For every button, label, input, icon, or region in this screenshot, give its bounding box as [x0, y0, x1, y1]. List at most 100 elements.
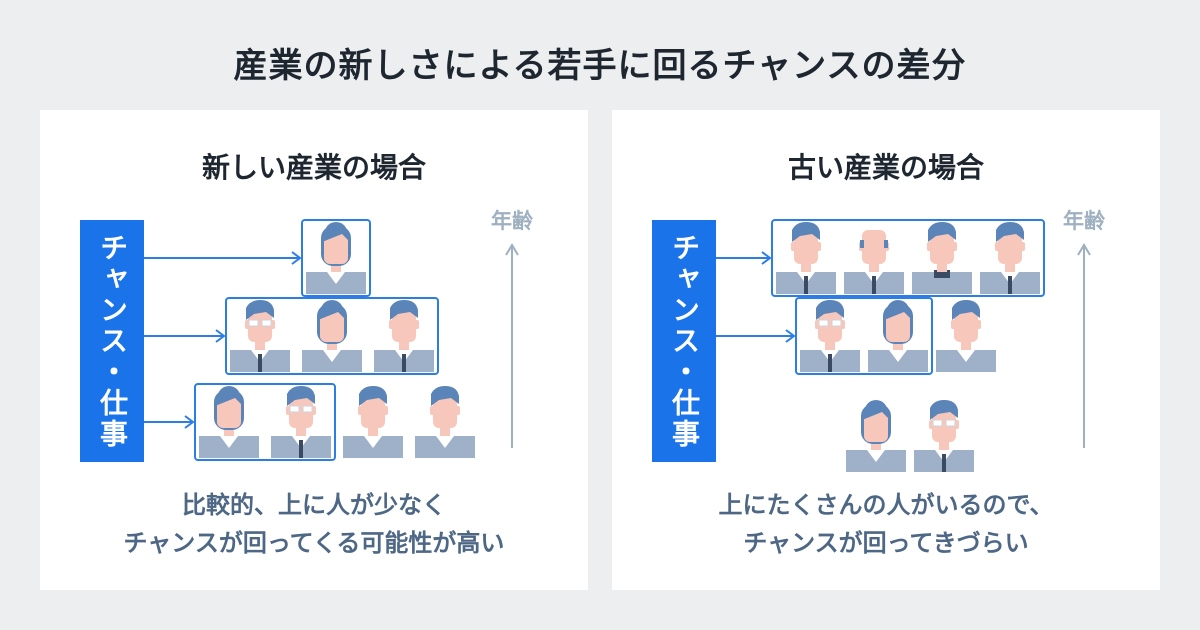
ear-shape — [791, 242, 796, 251]
ear-shape — [1020, 242, 1025, 251]
neck-shape — [801, 262, 811, 272]
glasses-shape — [818, 319, 829, 327]
tie-shape — [1008, 276, 1012, 294]
ear-shape — [951, 320, 956, 329]
ear-shape — [383, 406, 388, 415]
person-icon-woman — [868, 300, 928, 372]
caption: 比較的、上に人が少なく チャンスが回ってくる可能性が高い — [40, 486, 588, 562]
arrow-head — [184, 415, 195, 429]
shirt-collar-shape — [867, 450, 885, 462]
panel-title: 新しい産業の場合 — [201, 151, 426, 184]
neck-shape — [937, 262, 947, 272]
hair-shape — [322, 222, 350, 242]
face-shape — [818, 308, 842, 342]
shirt-collar-shape — [364, 436, 382, 448]
face-shape — [954, 308, 978, 342]
face-shape — [433, 394, 457, 428]
age-axis-arrowhead — [1077, 243, 1091, 256]
hair-shape — [952, 300, 980, 320]
neck-shape — [893, 340, 903, 350]
arrow-head — [291, 251, 302, 265]
person-icon-man-tie — [980, 222, 1040, 294]
arrow-head — [785, 329, 796, 343]
ear-shape — [927, 242, 932, 251]
neck-shape — [871, 440, 881, 450]
tie-shape — [299, 440, 303, 458]
person-icon-man-turtleneck — [912, 222, 972, 294]
ear-shape — [430, 406, 435, 415]
hierarchy-diagram — [144, 219, 519, 461]
age-axis-label: 年齢 — [491, 209, 533, 233]
face-shape — [361, 394, 385, 428]
neck-shape — [869, 262, 879, 272]
face-shape — [930, 230, 954, 264]
ear-shape — [455, 406, 460, 415]
ear-shape — [952, 242, 957, 251]
hair-shape — [246, 300, 274, 320]
ear-shape — [995, 242, 1000, 251]
shirt-collar-shape — [889, 350, 907, 362]
panel-new-industry: 新しい産業の場合 チャンス・仕事 年齢 比較的、上に人が少なく チャンスが回って… — [40, 110, 588, 590]
person-icon-woman — [846, 400, 906, 472]
glasses-shape — [831, 319, 842, 327]
neck-shape — [331, 262, 341, 272]
arrow-head — [215, 329, 226, 343]
neck-shape — [368, 426, 378, 436]
age-axis-arrowhead — [505, 243, 519, 256]
hair-shape — [431, 386, 459, 406]
caption-line-1: 上にたくさんの人がいるので、 — [718, 491, 1054, 519]
hair-shape — [792, 222, 820, 242]
face-shape — [248, 308, 272, 342]
age-axis-label: 年齢 — [1063, 209, 1105, 233]
glasses-shape — [261, 319, 272, 327]
ear-shape — [358, 406, 363, 415]
caption-line-1: 比較的、上に人が少なく — [182, 491, 446, 519]
face-shape — [998, 230, 1022, 264]
glasses-shape — [932, 419, 943, 427]
neck-shape — [327, 340, 337, 350]
person-icon-man — [415, 386, 475, 458]
hair-shape — [215, 386, 243, 406]
person-icon-woman — [199, 386, 259, 458]
tie-shape — [804, 276, 808, 294]
chance-work-label: チャンス・仕事 — [668, 232, 701, 450]
panel-title: 古い産業の場合 — [787, 151, 984, 184]
panel-old-industry: 古い産業の場合 チャンス・仕事 年齢 上にたくさんの人がいるので、 チャンスが回… — [612, 110, 1160, 590]
shirt-collar-shape — [327, 272, 345, 284]
side-hair-shape — [860, 240, 864, 248]
arrow-head — [761, 251, 772, 265]
chance-work-label-box: チャンス・仕事 — [80, 220, 144, 462]
neck-shape — [399, 340, 409, 350]
hierarchy-diagram — [716, 219, 1091, 472]
glasses-shape — [302, 405, 313, 413]
person-icon-man-tie — [776, 222, 836, 294]
shirt-collar-shape — [957, 350, 975, 362]
tie-shape — [828, 354, 832, 372]
person-icon-man-tie — [374, 300, 434, 372]
suit-shape — [912, 272, 972, 294]
hair-shape — [884, 300, 912, 320]
hair-shape — [359, 386, 387, 406]
hair-shape — [930, 400, 958, 420]
hair-shape — [318, 300, 346, 320]
neck-shape — [440, 426, 450, 436]
caption: 上にたくさんの人がいるので、 チャンスが回ってきづらい — [612, 486, 1160, 562]
main-title: 産業の新しさによる若手に回るチャンスの差分 — [233, 46, 967, 86]
chance-work-label-box: チャンス・仕事 — [652, 220, 716, 462]
ear-shape — [414, 320, 419, 329]
neck-shape — [1005, 262, 1015, 272]
hair-shape — [862, 400, 890, 420]
hair-shape — [816, 300, 844, 320]
shirt-collar-shape — [323, 350, 341, 362]
person-icon-man — [936, 300, 996, 372]
ear-shape — [976, 320, 981, 329]
neck-shape — [939, 440, 949, 450]
person-icon-bald — [844, 230, 904, 294]
glasses-shape — [248, 319, 259, 327]
hair-shape — [996, 222, 1024, 242]
shirt-collar-shape — [436, 436, 454, 448]
tie-shape — [402, 354, 406, 372]
hair-shape — [928, 222, 956, 242]
neck-shape — [224, 426, 234, 436]
hair-shape — [390, 300, 418, 320]
